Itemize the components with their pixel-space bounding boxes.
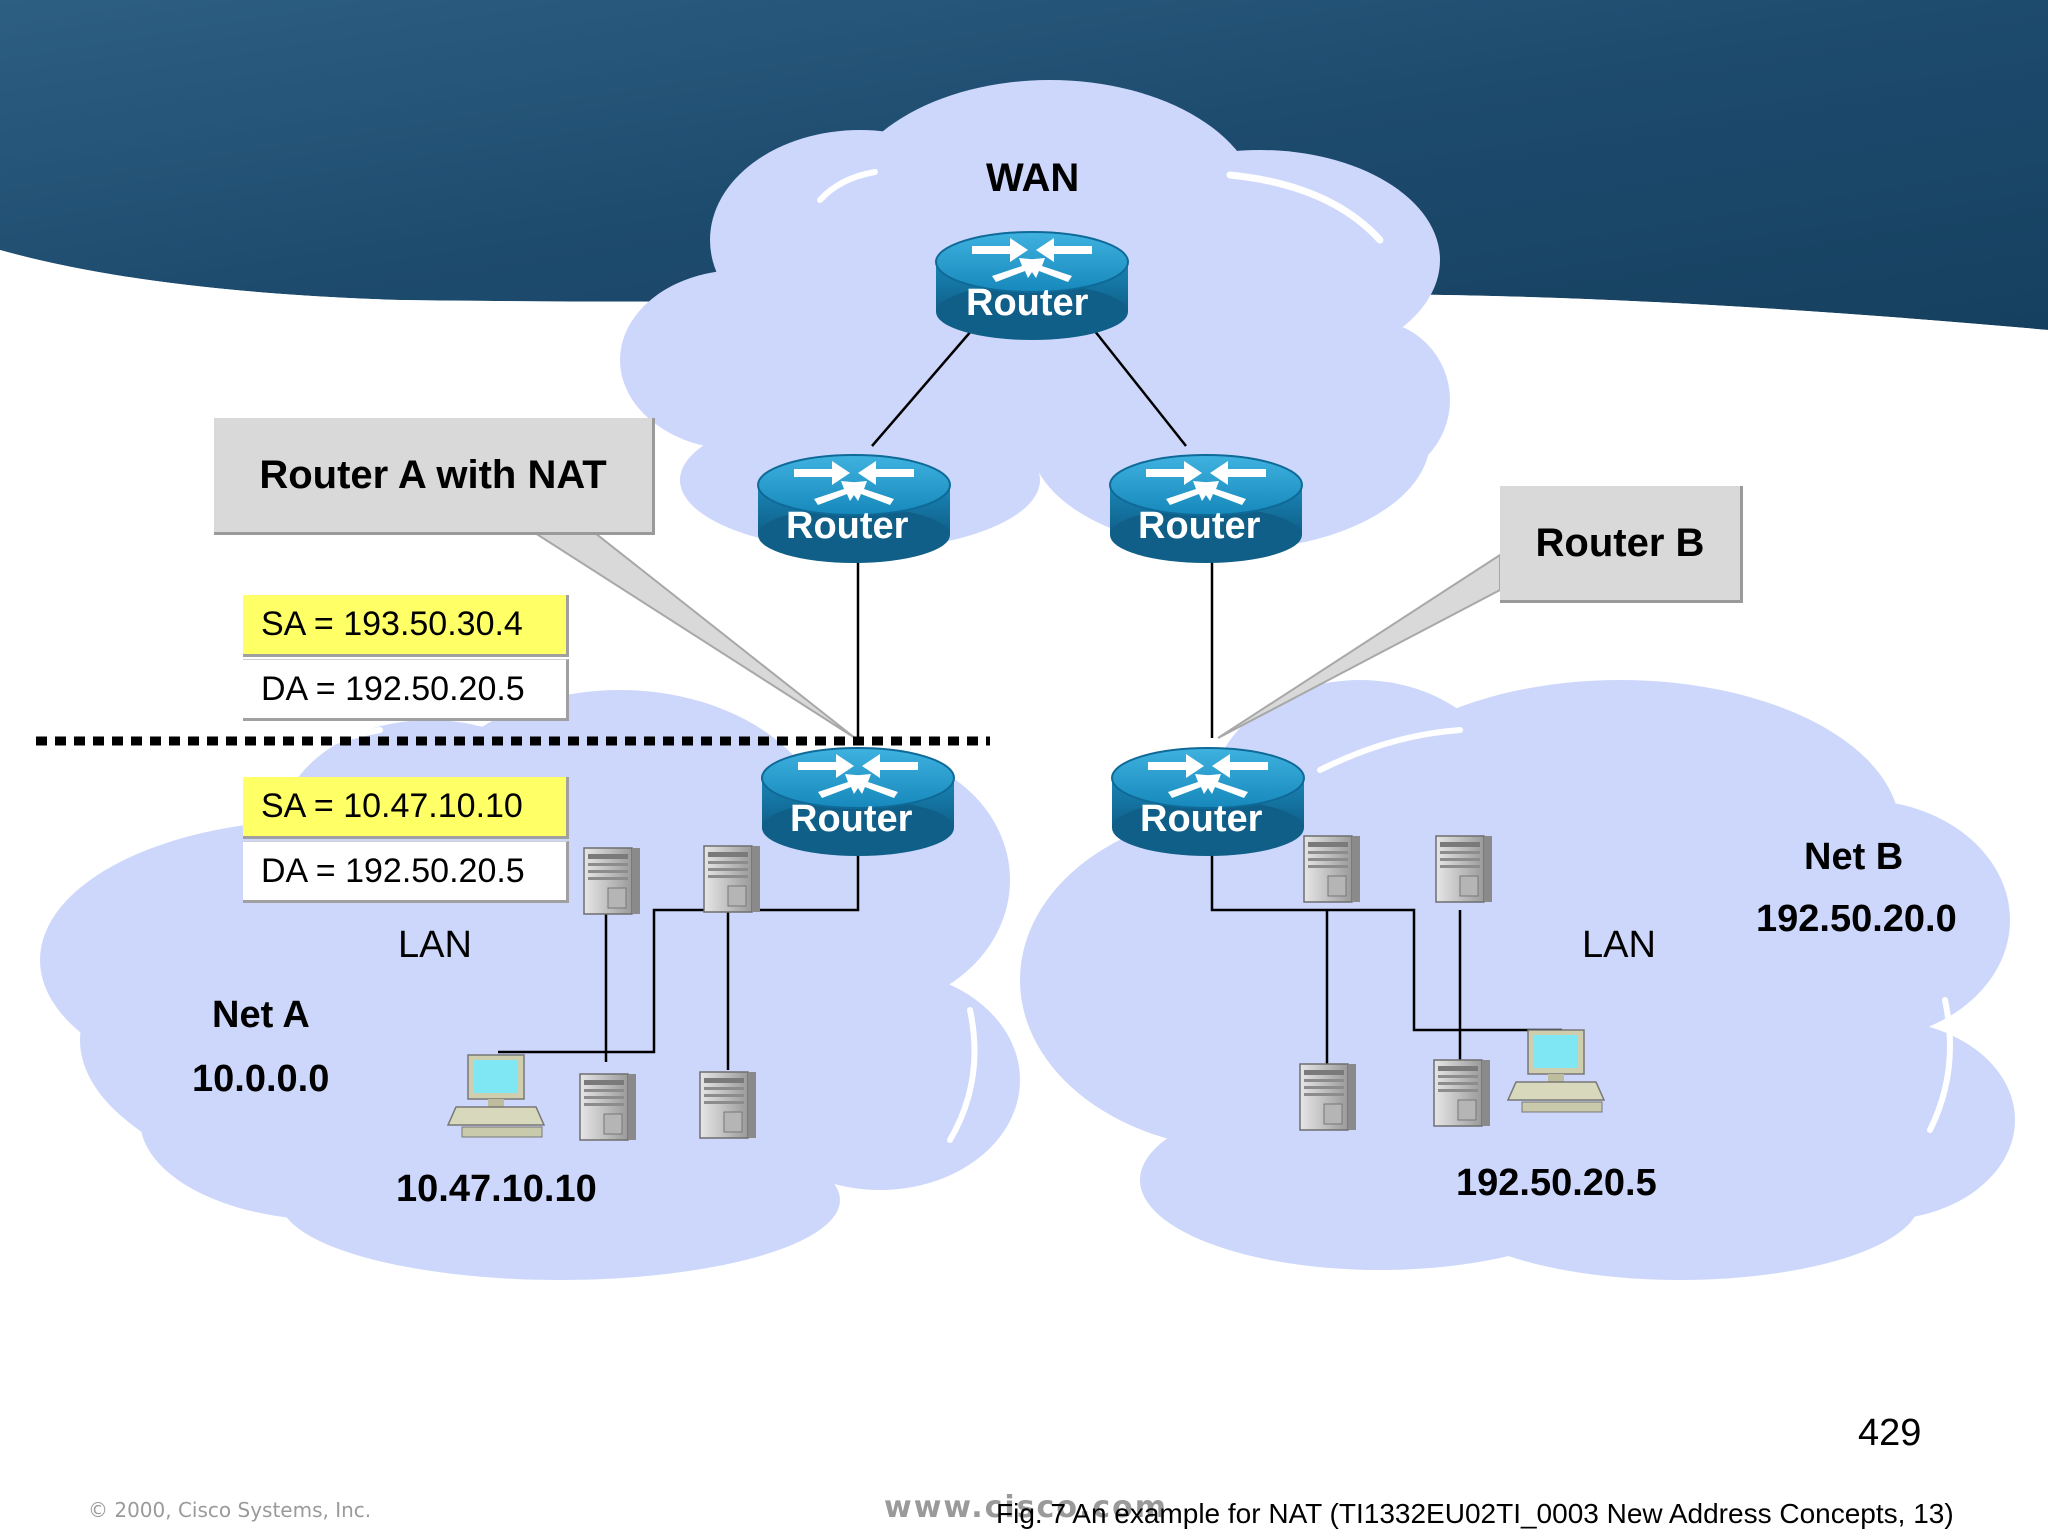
outside-packet-destination-address: DA = 192.50.20.5 xyxy=(243,659,569,721)
net-b-cloud xyxy=(1020,680,2015,1280)
inside-packet-destination-address: DA = 192.50.20.5 xyxy=(243,841,569,903)
slide-number: 429 xyxy=(1858,1412,1922,1454)
inside-packet-source-address: SA = 10.47.10.10 xyxy=(243,777,569,839)
net-a-title: Net A xyxy=(212,994,310,1036)
router-label: Router xyxy=(1140,798,1263,840)
net-a-address: 10.0.0.0 xyxy=(192,1058,330,1100)
net-a-lan-label: LAN xyxy=(398,924,472,966)
router-label: Router xyxy=(790,798,913,840)
network-links xyxy=(498,329,1562,1070)
router-label: Router xyxy=(1138,505,1261,547)
website-logo: www.cisco.com xyxy=(884,1490,1168,1525)
server-icon xyxy=(1303,835,1361,903)
copyright-text: © 2000, Cisco Systems, Inc. xyxy=(88,1498,372,1522)
server-icon xyxy=(699,1071,757,1139)
net-b-title: Net B xyxy=(1804,836,1904,878)
host-b-ip: 192.50.20.5 xyxy=(1456,1162,1657,1204)
router-a-callout: Router A with NAT xyxy=(214,418,655,535)
wan-label: WAN xyxy=(986,156,1080,200)
figure-caption: Fig. 7 An example for NAT (TI1332EU02TI_… xyxy=(996,1498,1954,1529)
host-a-ip: 10.47.10.10 xyxy=(396,1168,597,1210)
server-icon xyxy=(583,847,641,915)
server-icon xyxy=(1435,835,1493,903)
router-b-callout: Router B xyxy=(1500,486,1743,603)
router-label: Router xyxy=(786,505,909,547)
net-b-lan-label: LAN xyxy=(1582,924,1656,966)
server-icon xyxy=(579,1073,637,1141)
server-icon xyxy=(1433,1059,1491,1127)
server-icon xyxy=(703,845,761,913)
server-icon xyxy=(1299,1063,1357,1131)
router-label: Router xyxy=(966,282,1089,324)
outside-packet-source-address: SA = 193.50.30.4 xyxy=(243,595,569,657)
net-b-address: 192.50.20.0 xyxy=(1756,898,1957,940)
